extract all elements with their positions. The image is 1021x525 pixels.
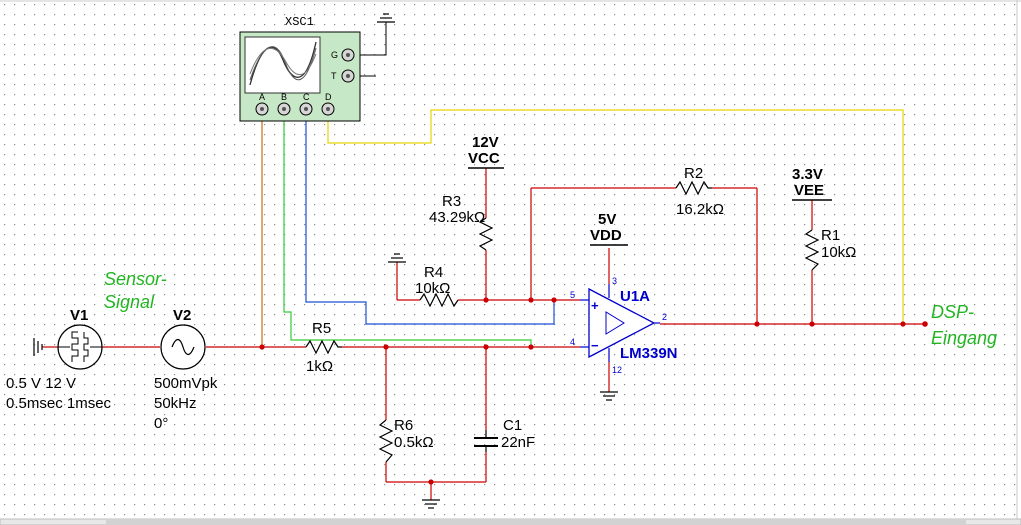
ground-icon: [388, 253, 406, 263]
red-wires[interactable]: [42, 168, 925, 500]
vee-name: VEE: [794, 182, 824, 199]
scope-screen: [244, 36, 321, 94]
horizontal-scrollbar-thumb[interactable]: [106, 520, 966, 524]
sensor-annotation-line2: Signal: [104, 292, 155, 312]
dsp-annotation-line1: DSP-: [931, 302, 974, 322]
opamp-inner-triangle-icon: [605, 311, 625, 335]
v1-line2: 0.5msec 1msec: [6, 395, 112, 412]
r4-value: 10kΩ: [415, 280, 450, 297]
opamp-pin-3: 3: [612, 276, 617, 286]
source-v2[interactable]: V2 500mVpk 50kHz 0°: [154, 307, 218, 432]
blue-probe-wire[interactable]: [305, 115, 555, 325]
scope-terminal-g-label: G: [331, 50, 338, 60]
source-v1[interactable]: V1 0.5 V 12 V 0.5msec 1msec: [6, 307, 112, 412]
r6-value: 0.5kΩ: [394, 434, 434, 451]
capacitor-c1[interactable]: C1 22nF: [474, 417, 535, 452]
oscilloscope-xsc1[interactable]: XSC1 G T A B C D: [239, 15, 361, 122]
r3-name: R3: [442, 193, 461, 210]
junction-dots: [259, 297, 928, 485]
scope-name: XSC1: [285, 15, 314, 29]
opamp-pin-5: 5: [570, 290, 575, 300]
opamp-part: LM339N: [620, 345, 678, 362]
resistor-r6[interactable]: R6 0.5kΩ: [378, 417, 434, 463]
c1-name: C1: [503, 417, 522, 434]
rail-vee[interactable]: 3.3V VEE: [792, 166, 832, 201]
green-probe-wire[interactable]: [283, 115, 532, 347]
dsp-annotation-line2: Eingang: [931, 328, 997, 348]
r5-value: 1kΩ: [306, 358, 333, 375]
yellow-probe-wire[interactable]: [327, 109, 904, 324]
scope-channel-b-label: B: [281, 92, 287, 102]
v1-line1: 0.5 V 12 V: [6, 375, 76, 392]
rail-vcc[interactable]: 12V VCC: [468, 134, 504, 169]
sine-wave-icon: [171, 338, 195, 356]
pulse-wave-icon: [71, 331, 89, 362]
ground-icon: [377, 13, 395, 23]
vcc-value: 12V: [472, 134, 499, 151]
v2-line3: 0°: [154, 415, 168, 432]
vee-value: 3.3V: [792, 166, 823, 183]
resistor-r1[interactable]: R1 10kΩ: [804, 227, 856, 271]
v2-name: V2: [173, 307, 191, 324]
scope-channel-d-label: D: [325, 92, 332, 102]
rail-vdd[interactable]: 5V VDD: [590, 211, 628, 246]
opamp-pin-4: 4: [570, 337, 575, 347]
v2-line2: 50kHz: [154, 395, 197, 412]
r2-value: 16.2kΩ: [676, 201, 724, 218]
opamp-plus-sign: +: [591, 298, 599, 313]
resistor-r5[interactable]: R5 1kΩ: [305, 320, 342, 375]
resistor-r4[interactable]: R4 10kΩ: [415, 264, 459, 308]
vcc-name: VCC: [468, 150, 500, 167]
scope-terminal-t-label: T: [331, 71, 337, 81]
ground-icon: [600, 391, 618, 401]
sensor-annotation-line1: Sensor-: [104, 269, 167, 289]
v1-name: V1: [70, 307, 88, 324]
opamp-minus-sign: −: [591, 338, 599, 353]
resistor-r2[interactable]: R2 16.2kΩ: [675, 165, 724, 218]
ground-icon: [33, 338, 43, 356]
r2-name: R2: [684, 165, 703, 182]
opamp-pin-12: 12: [612, 365, 622, 375]
vdd-name: VDD: [590, 227, 622, 244]
c1-value: 22nF: [501, 434, 535, 451]
scope-channel-a-label: A: [259, 92, 265, 102]
ground-icon: [422, 499, 440, 509]
r1-value: 10kΩ: [821, 244, 856, 261]
scope-channel-c-label: C: [303, 92, 310, 102]
r1-name: R1: [821, 227, 840, 244]
r4-name: R4: [424, 264, 443, 281]
r5-name: R5: [312, 320, 331, 337]
vdd-value: 5V: [598, 211, 616, 228]
r3-value: 43.29kΩ: [429, 209, 485, 226]
r6-name: R6: [394, 417, 413, 434]
scope-ground-wire[interactable]: [360, 22, 387, 56]
opamp-pin-2: 2: [662, 312, 667, 322]
resistor-r3[interactable]: R3 43.29kΩ: [429, 193, 494, 251]
opamp-u1a[interactable]: + − 5 4 2 3 12 U1A LM339N: [570, 276, 678, 375]
v2-line1: 500mVpk: [154, 375, 218, 392]
opamp-ref: U1A: [620, 288, 650, 305]
